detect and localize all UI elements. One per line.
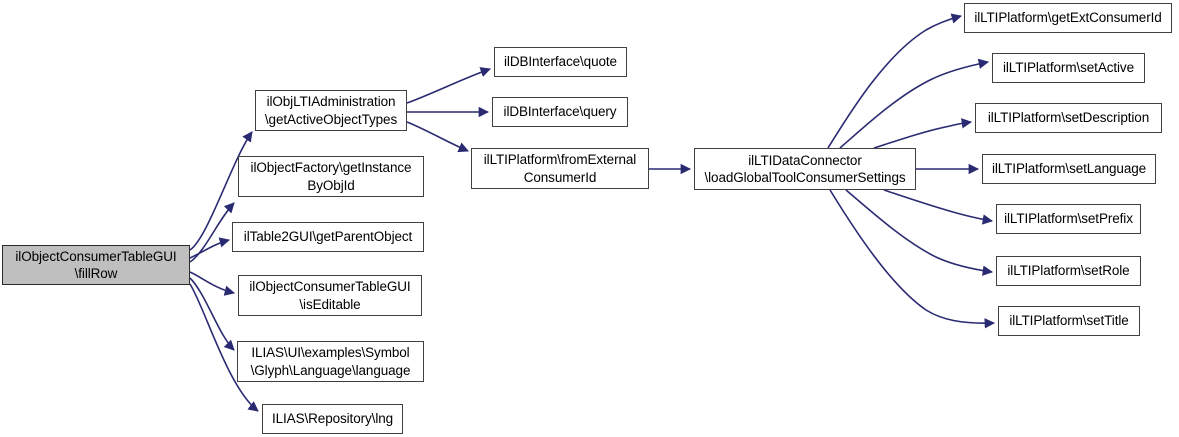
graph-node-setDescription[interactable]: ilLTIPlatform\setDescription — [975, 103, 1162, 133]
graph-node-parentObject[interactable]: ilTable2GUI\getParentObject — [232, 222, 424, 252]
graph-node-root[interactable]: ilObjectConsumerTableGUI \fillRow — [2, 245, 190, 285]
graph-node-fromExternal[interactable]: ilLTIPlatform\fromExternal ConsumerId — [471, 148, 649, 189]
graph-node-getExtConsumerId[interactable]: ilLTIPlatform\getExtConsumerId — [964, 3, 1172, 33]
graph-node-glyphLanguage[interactable]: ILIAS\UI\examples\Symbol \Glyph\Language… — [237, 341, 424, 382]
edge-loadGlobal-to-setActive — [839, 58, 990, 149]
edge-root-to-isEditable — [189, 271, 236, 296]
graph-node-setTitle[interactable]: ilLTIPlatform\setTitle — [998, 306, 1140, 336]
graph-node-repoLng[interactable]: ILIAS\Repository\lng — [262, 404, 403, 434]
graph-node-dbQuery[interactable]: ilDBInterface\query — [492, 97, 628, 127]
graph-node-loadGlobal[interactable]: ilLTIDataConnector \loadGlobalToolConsum… — [694, 148, 916, 190]
edge-root-to-activeTypes — [189, 131, 253, 251]
edge-root-to-glyphLanguage — [189, 277, 235, 351]
graph-node-isEditable[interactable]: ilObjectConsumerTableGUI \isEditable — [238, 275, 422, 316]
graph-node-dbQuote[interactable]: ilDBInterface\quote — [494, 47, 627, 77]
graph-node-setLanguage[interactable]: ilLTIPlatform\setLanguage — [982, 154, 1156, 184]
edge-root-to-repoLng — [189, 283, 259, 412]
edge-activeTypes-to-fromExternal — [406, 121, 469, 153]
edge-loadGlobal-to-setTitle — [829, 189, 996, 329]
edge-loadGlobal-to-setDescription — [873, 118, 973, 149]
edge-loadGlobal-to-setRole — [845, 189, 994, 276]
graph-node-setRole[interactable]: ilLTIPlatform\setRole — [996, 256, 1141, 286]
graph-node-activeTypes[interactable]: ilObjLTIAdministration \getActiveObjectT… — [255, 90, 407, 131]
graph-node-getInstance[interactable]: ilObjectFactory\getInstance ByObjId — [238, 156, 424, 197]
graph-node-setPrefix[interactable]: ilLTIPlatform\setPrefix — [996, 204, 1141, 234]
edge-root-to-parentObject — [189, 237, 231, 259]
graph-node-setActive[interactable]: ilLTIPlatform\setActive — [992, 53, 1145, 83]
edge-loadGlobal-to-setPrefix — [883, 189, 994, 225]
edge-activeTypes-to-dbQuote — [406, 67, 491, 104]
edge-loadGlobal-to-getExtConsumerId — [827, 13, 963, 149]
edge-root-to-getInstance — [189, 202, 235, 263]
